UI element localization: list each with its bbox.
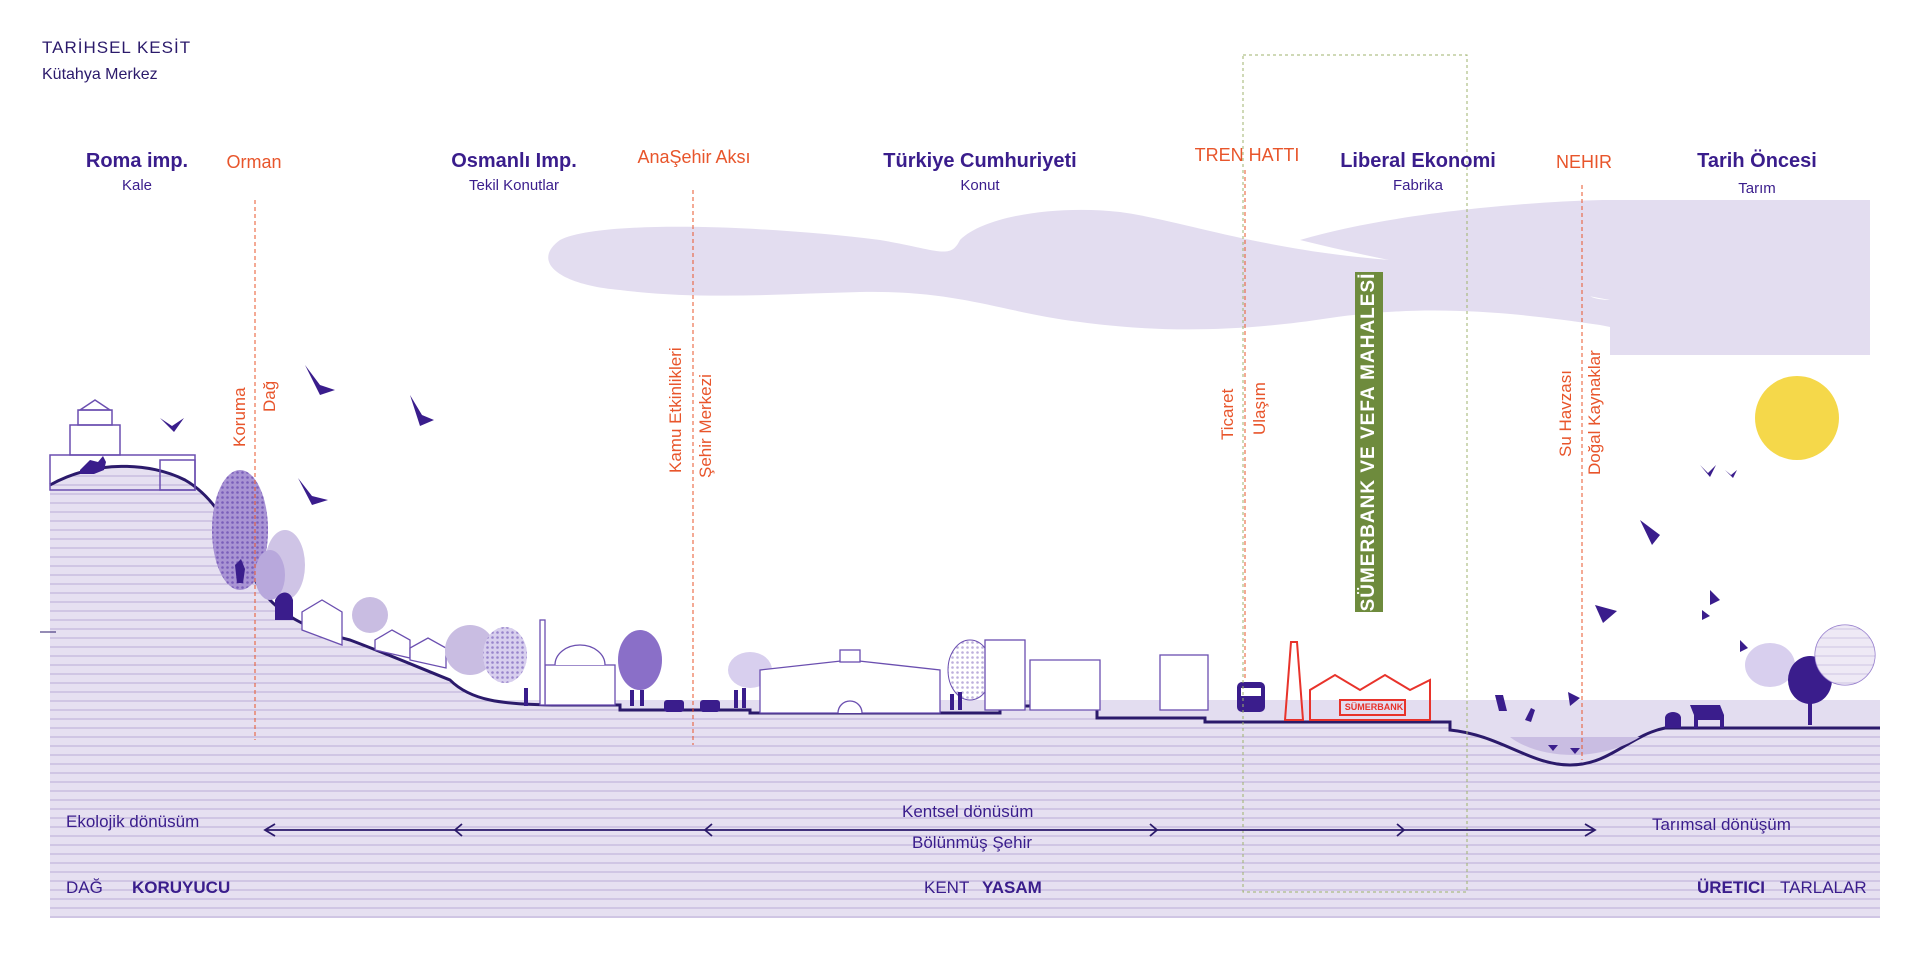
river-water <box>1510 737 1640 756</box>
zone-center-bold: YASAM <box>982 878 1042 897</box>
era-tarih-oncesi-sub: Tarım <box>1738 180 1776 197</box>
era-cumhuriyet-title: Türkiye Cumhuriyeti <box>883 150 1077 172</box>
forest-trees <box>212 470 388 633</box>
axis-title-orman: Orman <box>226 152 282 172</box>
era-liberal-sub: Fabrika <box>1392 177 1444 194</box>
transformation-arrow <box>263 823 1597 837</box>
highlight-frame <box>1242 54 1468 893</box>
axis-label-su-havzasi: Su Havzası <box>1556 370 1575 457</box>
axis-label-ulasim: Ulaşım <box>1250 382 1269 435</box>
train-icon <box>1237 682 1265 712</box>
sun-icon <box>1755 376 1839 460</box>
zone-center-light: KENT <box>924 878 970 897</box>
terrain-fill <box>50 466 1880 918</box>
axis-label-kamu: Kamu Etkinlikleri <box>666 347 685 473</box>
transformation-left: Ekolojik dönüsüm <box>66 812 200 831</box>
era-cumhuriyet-sub: Konut <box>960 177 1000 194</box>
sheep-icon <box>1665 712 1681 728</box>
axis-label-sehir-merkezi: Şehir Merkezi <box>696 374 715 478</box>
axis-label-koruma: Koruma <box>230 387 249 447</box>
era-roma-title: Roma imp. <box>85 150 189 172</box>
mosque-icon <box>539 619 616 706</box>
factory-icon <box>1283 641 1431 721</box>
cow-icon <box>1690 705 1724 728</box>
zone-right-light: TARLALAR <box>1780 878 1867 897</box>
ottoman-houses <box>301 599 447 669</box>
axis-label-dogal-kaynaklar: Doğal Kaynaklar <box>1585 350 1604 475</box>
axis-title-tren: TREN HATTI <box>1194 145 1300 165</box>
birds <box>160 365 1748 754</box>
page-subtitle: Kütahya Merkez <box>42 66 158 83</box>
republic-building <box>759 639 1209 714</box>
transformation-right: Tarımsal dönüşüm <box>1652 815 1791 834</box>
deer-icon <box>235 559 245 583</box>
zone-left-light: DAĞ <box>66 878 103 897</box>
bear-icon <box>275 592 293 620</box>
era-roma-sub: Kale <box>121 177 153 194</box>
terrain-line <box>49 464 1880 767</box>
cloud-band <box>548 209 1870 355</box>
wolf-icon <box>80 456 106 474</box>
highlight-label: SÜMERBANK VE VEFA MAHALESİ <box>1355 272 1383 612</box>
axis-title-anasehir: AnaŞehir Aksı <box>637 147 751 167</box>
era-osmanli-sub: Tekil Konutlar <box>468 177 560 194</box>
city-trees <box>445 625 993 701</box>
era-liberal-title: Liberal Ekonomi <box>1340 150 1496 172</box>
castle-icon <box>49 399 196 491</box>
axis-title-nehir: NEHIR <box>1555 152 1613 172</box>
transformation-center-top: Kentsel dönüsüm <box>902 802 1034 821</box>
era-osmanli-title: Osmanlı Imp. <box>451 150 577 172</box>
page-title: TARİHSEL KESİT <box>42 38 192 57</box>
axis-label-ticaret: Ticaret <box>1218 388 1237 440</box>
axis-label-dag: Dağ <box>260 380 279 412</box>
zone-right-bold: ÜRETICI <box>1697 878 1765 897</box>
zone-left-bold: KORUYUCU <box>132 878 231 897</box>
era-tarih-oncesi-title: Tarih Öncesi <box>1697 150 1817 172</box>
farm-trees <box>1745 624 1876 725</box>
factory-sign: SÜMERBANK <box>1344 702 1404 712</box>
transformation-center-bottom: Bölünmüş Şehir <box>912 833 1033 852</box>
